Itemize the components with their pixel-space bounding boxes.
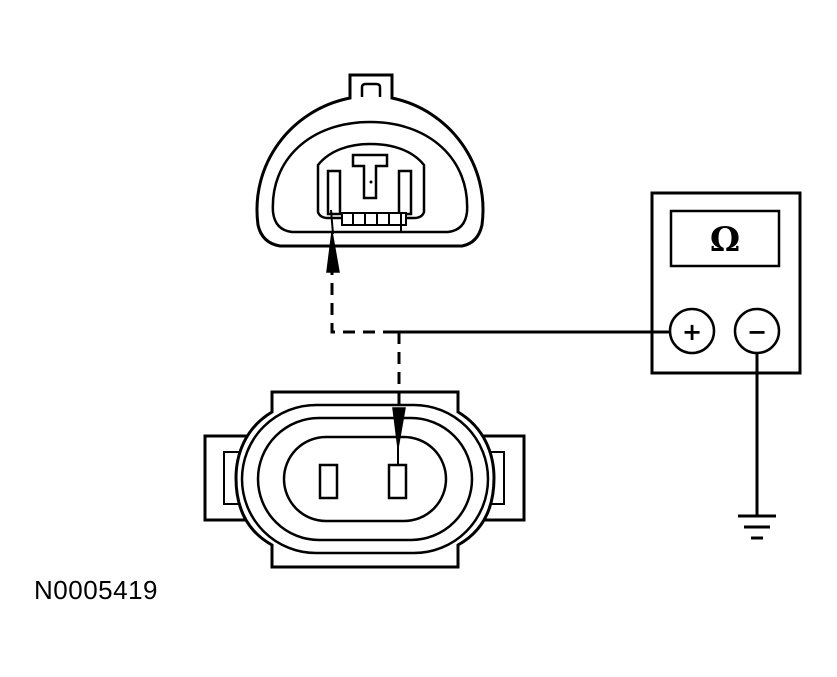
lower-terminal-left xyxy=(318,463,339,500)
lower-probe-tip-icon xyxy=(392,407,406,449)
upper-terminal-right xyxy=(397,169,413,216)
test-leads xyxy=(330,272,776,540)
upper-connector-cavity xyxy=(316,142,426,220)
upper-terminal-left xyxy=(326,169,342,216)
ohmmeter: Ω + − xyxy=(650,191,802,375)
upper-connector-inner-shell xyxy=(271,120,469,234)
ohmmeter-display xyxy=(669,209,781,268)
ground-icon xyxy=(738,514,776,540)
upper-probe-tip-icon xyxy=(326,231,340,273)
ohm-symbol: Ω xyxy=(710,220,740,260)
lower-connector-inner-body xyxy=(256,416,474,542)
upper-connector-outer-shell xyxy=(255,73,485,248)
upper-probe xyxy=(326,209,340,273)
lower-connector-outer-shell xyxy=(234,390,496,569)
lower-probe xyxy=(392,407,406,466)
terminal-ridges xyxy=(341,212,407,231)
lower-connector-cavity xyxy=(282,435,448,523)
lower-connector-body xyxy=(240,403,490,555)
t-key-dot xyxy=(369,180,373,184)
upper-connector-latch-tab xyxy=(360,82,382,97)
upper-connector xyxy=(255,73,485,248)
lower-connector xyxy=(203,390,526,569)
t-key-icon xyxy=(351,153,389,200)
negative-terminal-label: − xyxy=(747,318,767,346)
upper-probe-lead xyxy=(330,272,395,334)
figure-id: N0005419 xyxy=(34,575,158,605)
positive-terminal-label: + xyxy=(682,318,702,346)
